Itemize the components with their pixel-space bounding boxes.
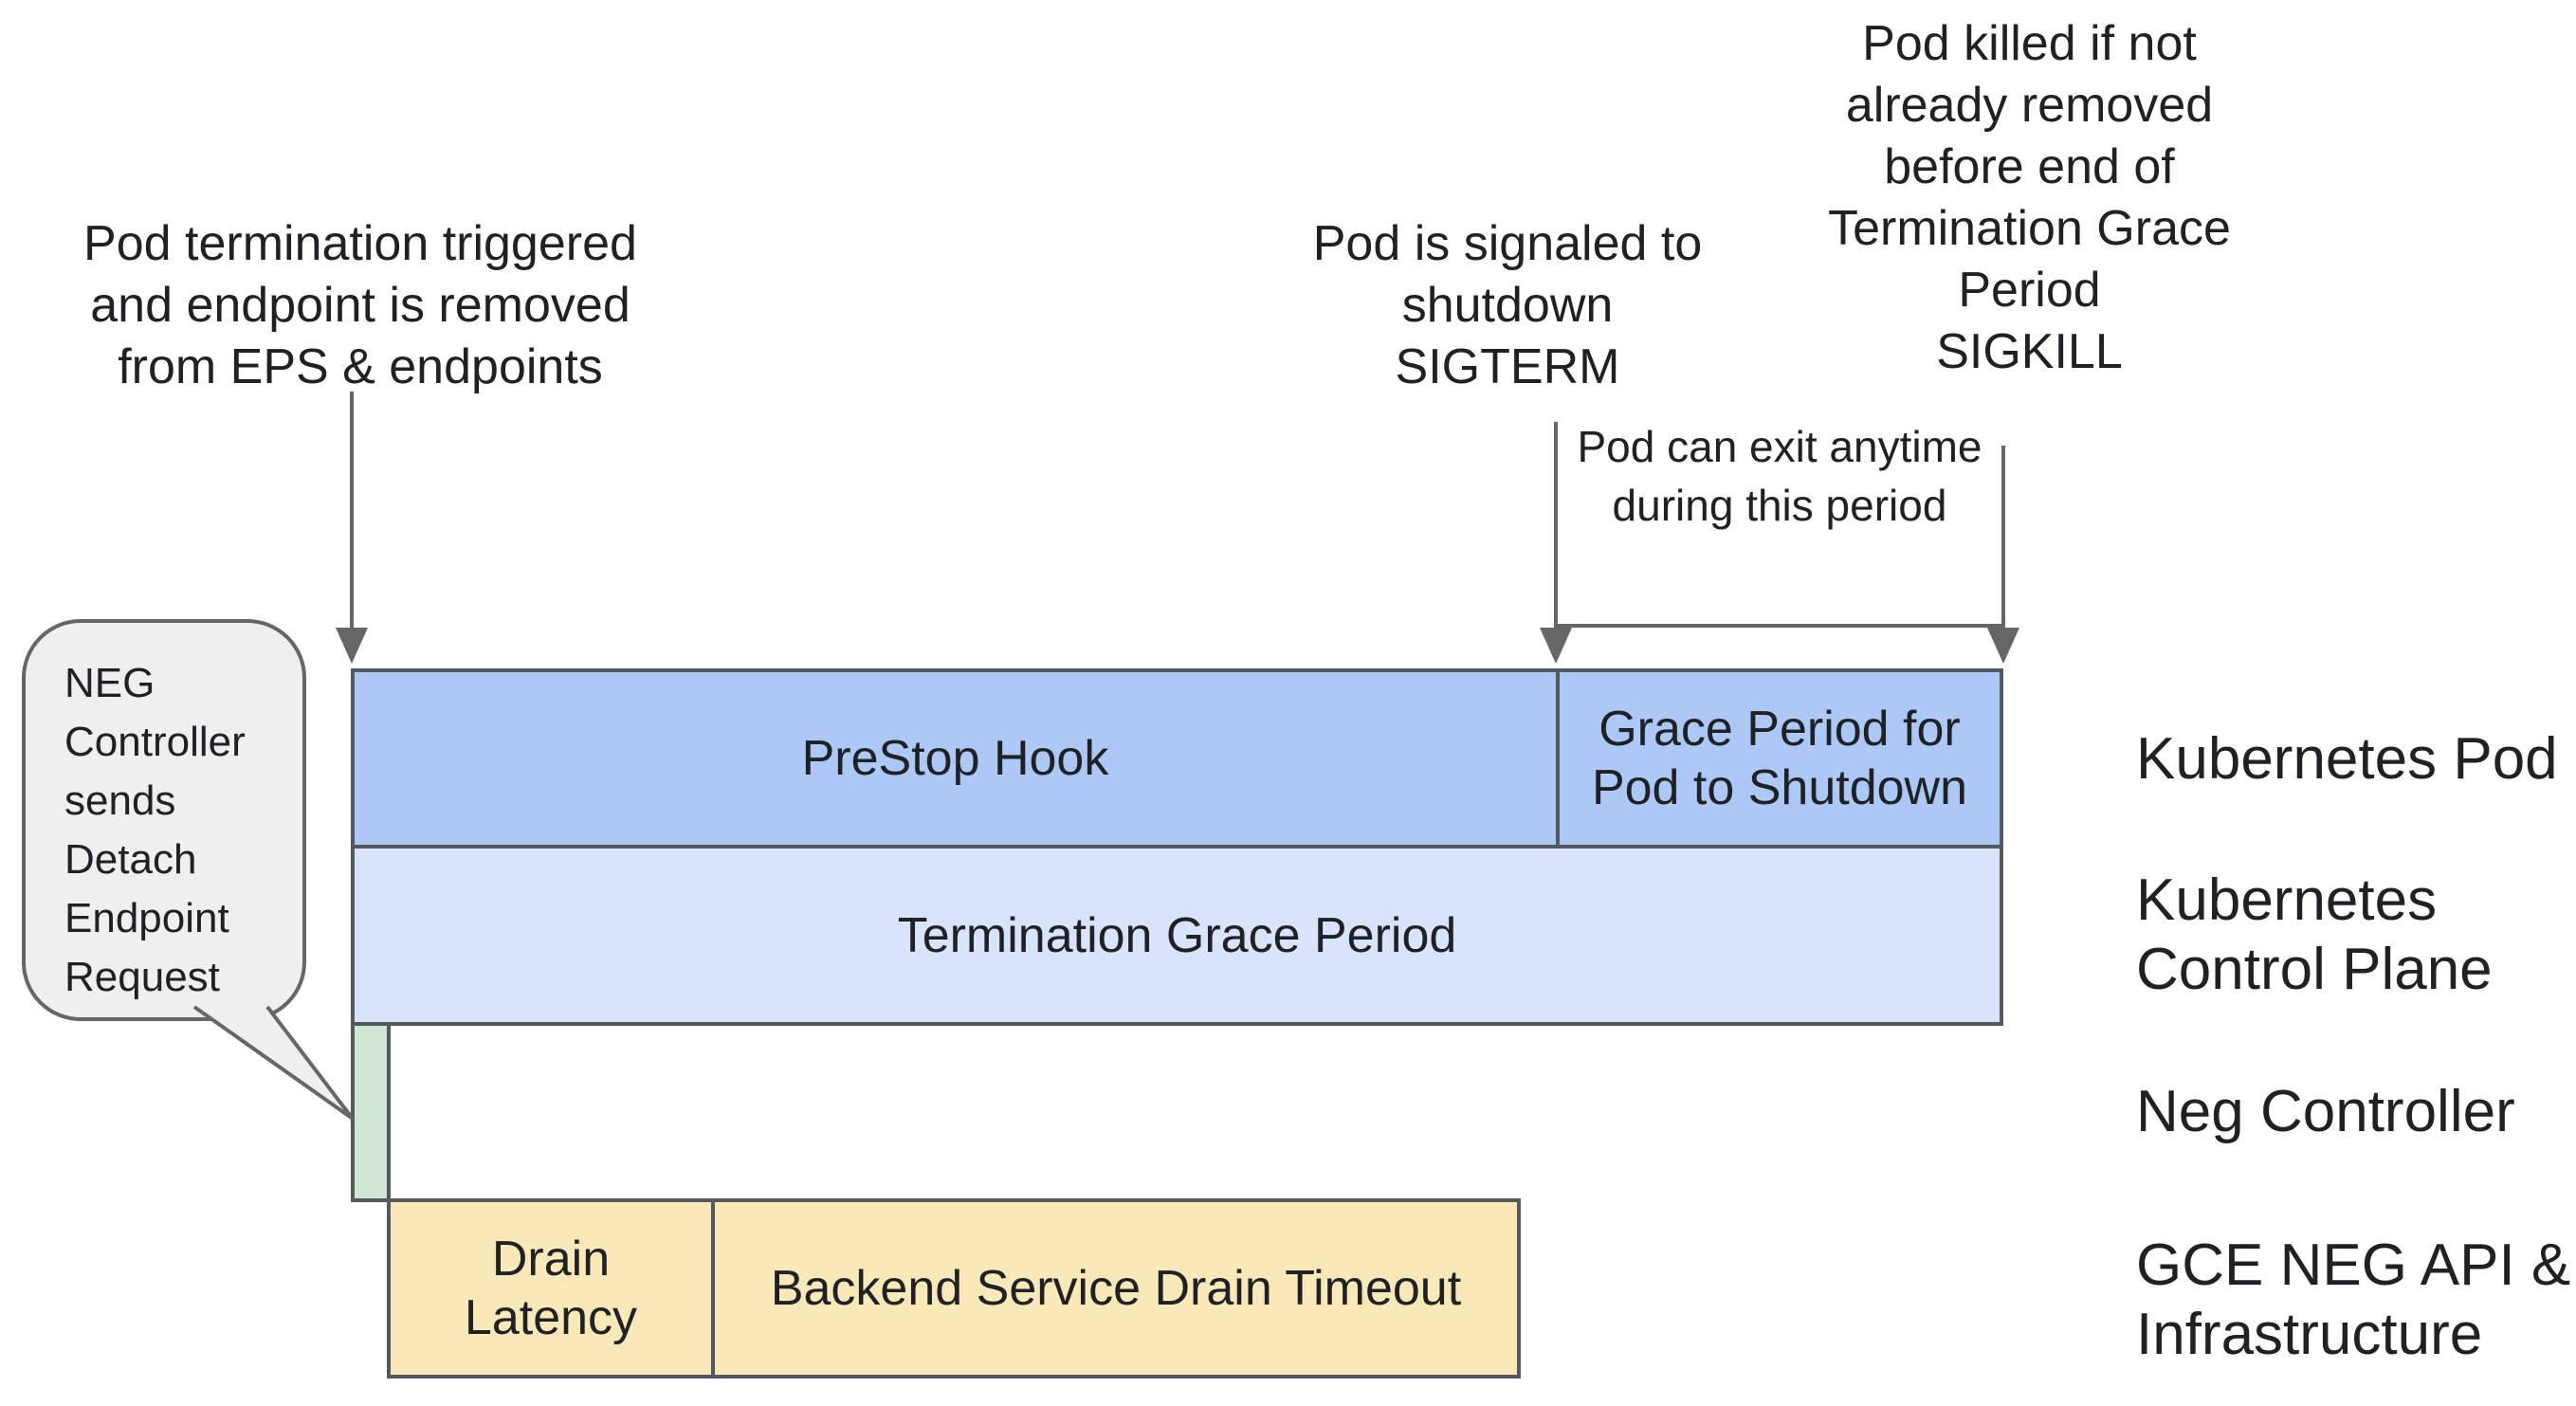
- row-label-gce-neg-api: GCE NEG API & Infrastructure: [2136, 1233, 2571, 1367]
- speech-bubble-text: NEG Controller sends Detach Endpoint Req…: [64, 660, 246, 1000]
- termination-grace-period-label: Termination Grace Period: [897, 907, 1457, 963]
- arrow-head-sigterm: [1540, 628, 1572, 664]
- row-label-kubernetes-pod: Kubernetes Pod: [2136, 726, 2558, 792]
- grace-period-segment: Grace Period for Pod to Shutdown: [1556, 672, 2000, 845]
- row-label-kubernetes-control-plane: Kubernetes Control Plane: [2136, 867, 2493, 1002]
- drain-latency-segment: Drain Latency: [464, 1232, 638, 1345]
- backend-service-drain-timeout-segment: Backend Service Drain Timeout: [711, 1202, 1517, 1375]
- annotation-pod-can-exit: Pod can exit anytime during this period: [1577, 422, 1982, 530]
- gce-drain-bar: Drain Latency Backend Service Drain Time…: [387, 1198, 1521, 1379]
- annotation-pod-termination: Pod termination triggered and endpoint i…: [83, 216, 637, 394]
- prestop-hook-segment: PreStop Hook: [801, 731, 1109, 786]
- annotation-pod-signaled-sigterm: Pod is signaled to shutdown SIGTERM: [1312, 216, 1703, 394]
- arrow-head-pod-termination: [336, 628, 368, 664]
- annotation-pod-killed-sigkill: Pod killed if not already removed before…: [1828, 16, 2231, 379]
- speech-bubble: [22, 619, 306, 1021]
- kubernetes-pod-bar: PreStop Hook Grace Period for Pod to Shu…: [351, 668, 2003, 849]
- termination-grace-period-bar: Termination Grace Period: [351, 845, 2003, 1026]
- row-label-neg-controller: Neg Controller: [2136, 1079, 2515, 1144]
- speech-bubble-tail: [192, 1005, 355, 1121]
- neg-detach-request-bar: [351, 1022, 391, 1202]
- arrow-head-sigkill: [1987, 628, 2019, 664]
